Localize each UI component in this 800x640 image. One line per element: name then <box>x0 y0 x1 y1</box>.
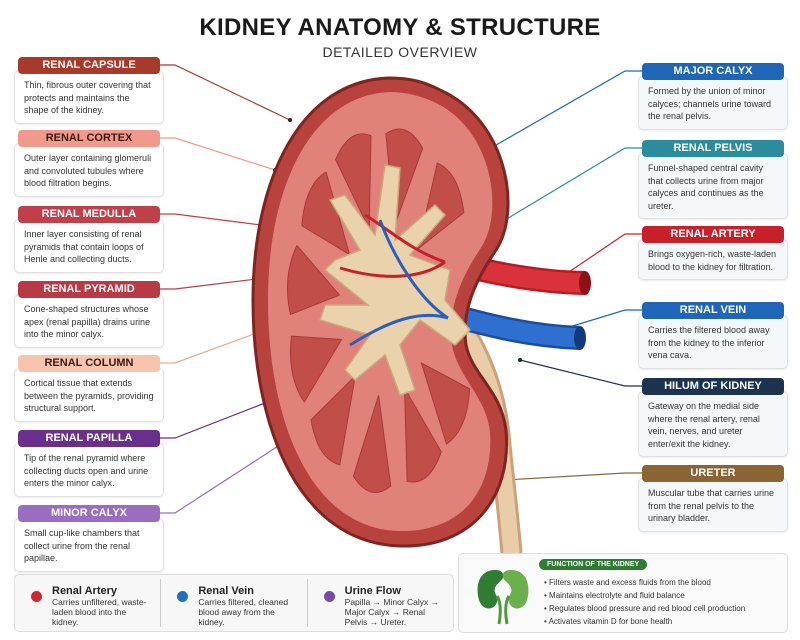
renal-pyramid <box>286 244 341 316</box>
blue-dot-icon <box>177 591 189 602</box>
label-description: Cone-shaped structures whose apex (renal… <box>14 294 164 348</box>
leader-line <box>160 137 276 171</box>
label-description: Cortical tissue that extends between the… <box>14 368 164 422</box>
label-description: Small cup-like chambers that collect uri… <box>14 518 164 572</box>
label-title: RENAL CAPSULE <box>18 57 160 74</box>
page-title: KIDNEY ANATOMY & STRUCTURE <box>199 14 601 41</box>
renal-pyramid <box>404 387 442 483</box>
label-title: RENAL PELVIS <box>642 140 784 157</box>
renal-pelvis <box>319 164 472 396</box>
function-item: Regulates blood pressure and red blood c… <box>544 602 745 615</box>
label-title: RENAL COLUMN <box>18 355 160 372</box>
purple-dot-icon <box>323 591 335 602</box>
function-item: Filters waste and excess fluids from the… <box>544 576 745 589</box>
renal-pyramid <box>335 133 372 230</box>
label-title: MINOR CALYX <box>18 505 160 522</box>
renal-pyramid <box>420 361 471 445</box>
function-title: FUNCTION OF THE KIDNEY <box>539 559 648 570</box>
function-item: Activates vitamin D for bone health <box>544 615 745 628</box>
page-subtitle: DETAILED OVERVIEW <box>322 44 478 60</box>
leader-line <box>469 70 642 161</box>
label-title: RENAL PYRAMID <box>18 281 160 298</box>
label-title: RENAL MEDULLA <box>18 206 160 223</box>
label-description: Carries the filtered blood away from the… <box>638 315 788 369</box>
label-title: RENAL VEIN <box>642 302 784 319</box>
label-description: Formed by the union of minor calyces; ch… <box>638 76 788 130</box>
label-title: HILUM OF KIDNEY <box>642 378 784 395</box>
red-dot-icon <box>31 591 42 602</box>
label-description: Outer layer containing glomeruli and con… <box>14 143 164 197</box>
leader-line <box>160 64 291 121</box>
label-title: URETER <box>642 465 784 482</box>
leader-line <box>504 472 642 481</box>
label-description: Gateway on the medial side where the ren… <box>638 391 788 457</box>
kidneys-icon <box>477 570 529 625</box>
label-description: Brings oxygen-rich, waste-laden blood to… <box>638 239 788 280</box>
function-list: Filters waste and excess fluids from the… <box>544 576 746 628</box>
renal-pyramid <box>289 335 343 403</box>
label-title: RENAL ARTERY <box>642 226 784 243</box>
label-description: Tip of the renal pyramid where collectin… <box>14 443 164 497</box>
renal-pyramid <box>301 171 351 256</box>
label-title: RENAL CORTEX <box>18 130 160 147</box>
leader-line <box>160 329 266 364</box>
label-title: RENAL PAPILLA <box>18 430 160 447</box>
function-item: Maintains electrolyte and fluid balance <box>544 589 745 602</box>
function-panel: FUNCTION OF THE KIDNEY Filters waste and… <box>458 553 788 633</box>
label-description: Funnel-shaped central cavity that collec… <box>638 153 788 219</box>
label-description: Muscular tube that carries urine from th… <box>638 478 788 532</box>
label-description: Thin, fibrous outer covering that protec… <box>14 70 164 124</box>
leader-line <box>519 359 642 387</box>
label-title: MAJOR CALYX <box>642 63 784 80</box>
renal-pyramid <box>352 395 392 494</box>
label-description: Inner layer consisting of renal pyramids… <box>14 219 164 273</box>
renal-pyramid <box>310 374 357 466</box>
leader-line <box>559 233 642 279</box>
